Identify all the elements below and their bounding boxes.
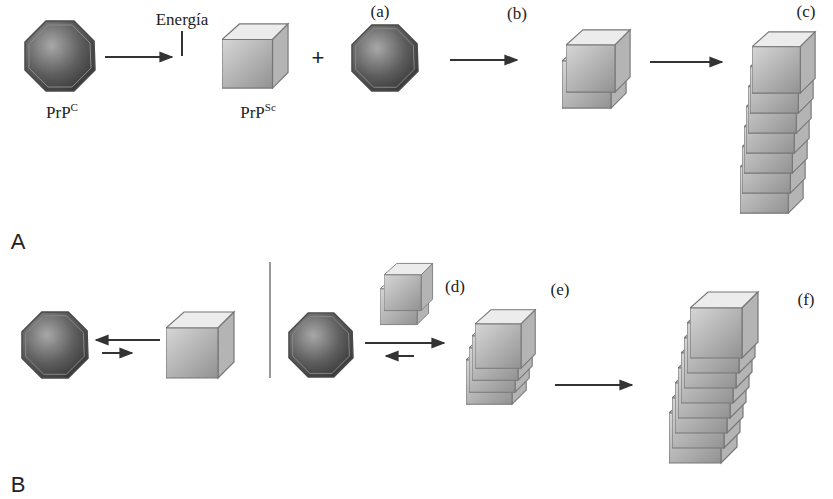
prpsc-molecule xyxy=(222,24,288,88)
step-label: (a) xyxy=(371,3,390,22)
prpsc-seed xyxy=(384,263,433,310)
prpsc-aggregate xyxy=(566,30,630,92)
arrow xyxy=(650,61,722,63)
step-label: (f) xyxy=(798,291,815,310)
prpc-molecule xyxy=(25,21,95,91)
panel-label: A xyxy=(11,230,26,254)
prpc-molecule xyxy=(289,313,353,377)
energy-label: Energía xyxy=(156,11,209,30)
divider xyxy=(269,262,271,378)
panel-label: B xyxy=(11,473,26,497)
step-label: (e) xyxy=(551,281,570,300)
step-label: (b) xyxy=(507,5,527,24)
molecule-label: PrPC xyxy=(46,104,78,123)
arrow xyxy=(96,339,160,341)
prpc-molecule xyxy=(22,312,88,378)
arrow xyxy=(105,56,172,58)
step-label: (c) xyxy=(797,3,816,22)
prpsc-aggregate xyxy=(475,310,535,368)
prpsc-fibril xyxy=(690,292,758,358)
arrow xyxy=(365,342,444,344)
molecule-label: PrPSc xyxy=(240,104,276,123)
step-label: (d) xyxy=(445,278,465,297)
plus-sign: + xyxy=(312,46,325,70)
energy-line xyxy=(181,31,183,56)
prpc-molecule xyxy=(352,25,418,91)
arrow xyxy=(386,355,414,357)
prpsc-fibril xyxy=(752,32,815,93)
arrow xyxy=(450,59,517,61)
arrow xyxy=(102,352,132,354)
arrow xyxy=(555,384,632,386)
prpsc-molecule xyxy=(166,312,234,378)
